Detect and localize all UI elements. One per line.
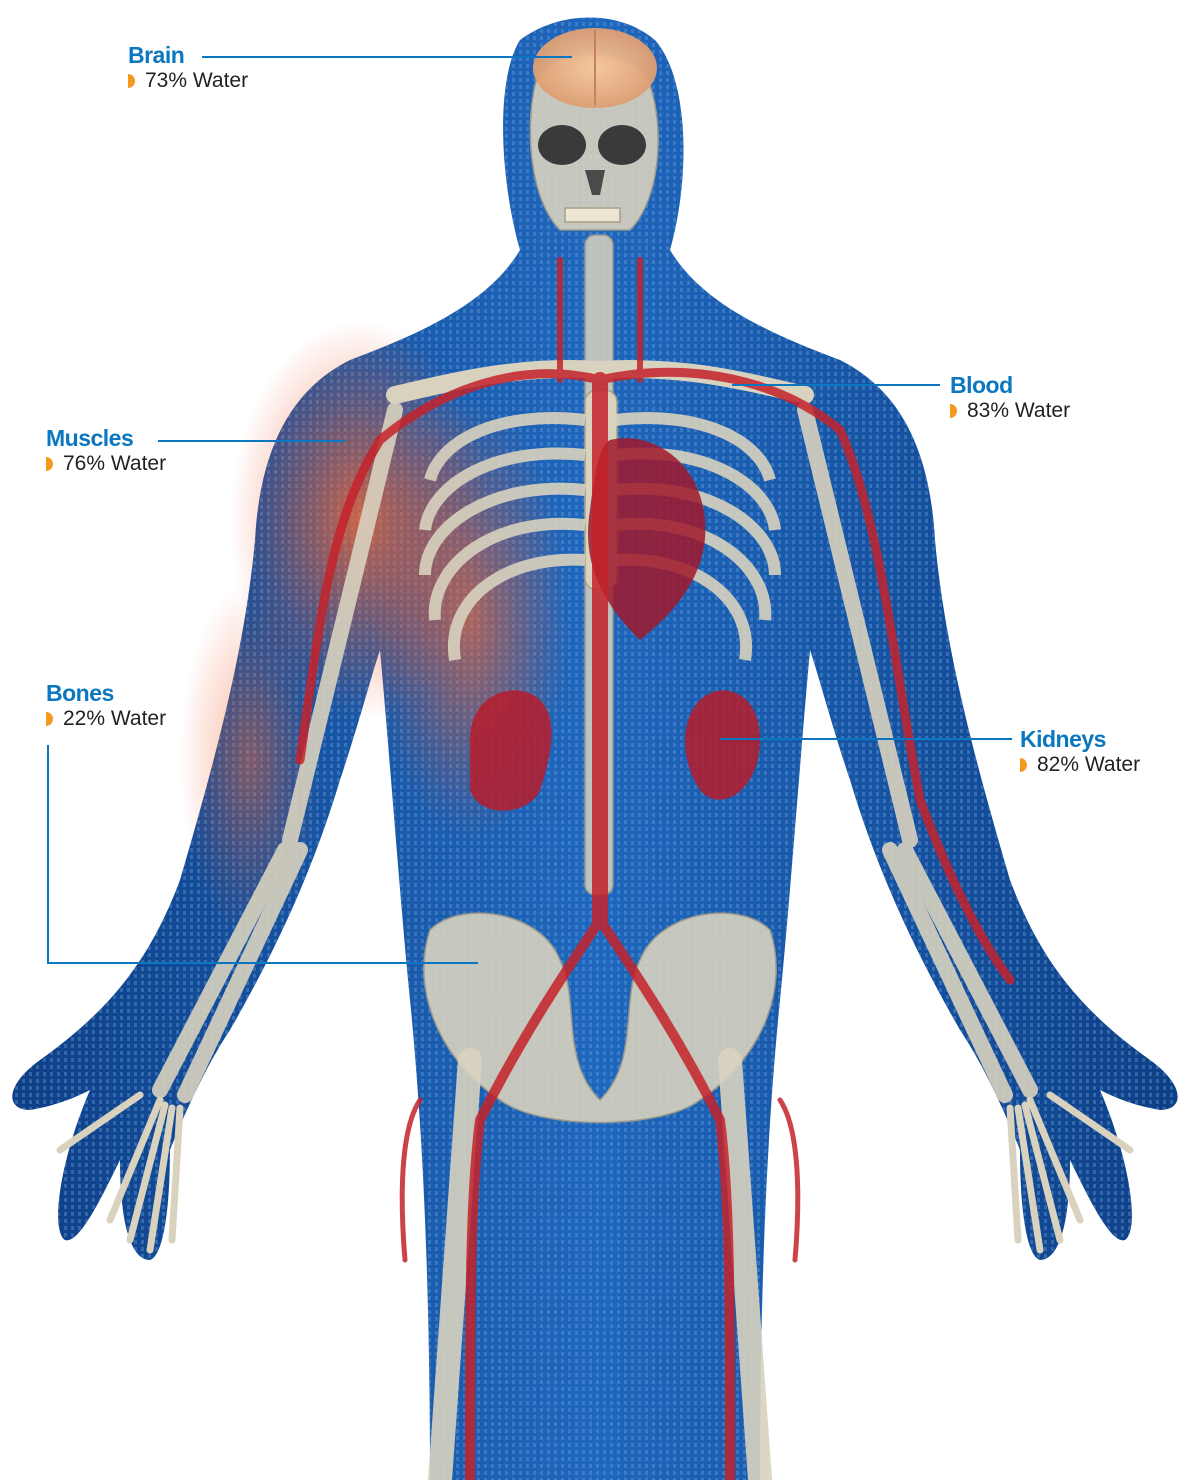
muscles-callout: Muscles 76% Water (46, 425, 166, 477)
blood-callout: Blood 83% Water (950, 372, 1070, 424)
half-circle-bullet-icon (1020, 758, 1027, 772)
blood-water-row: 83% Water (950, 398, 1070, 424)
muscles-label: Muscles (46, 425, 166, 451)
kidneys-label: Kidneys (1020, 726, 1140, 752)
blood-water-text: 83% Water (967, 398, 1070, 424)
half-circle-bullet-icon (46, 712, 53, 726)
half-circle-bullet-icon (128, 74, 135, 88)
kidneys-callout: Kidneys 82% Water (1020, 726, 1140, 778)
half-circle-bullet-icon (46, 457, 53, 471)
half-circle-bullet-icon (950, 404, 957, 418)
brain-callout: Brain 73% Water (128, 42, 248, 94)
kidneys-water-row: 82% Water (1020, 752, 1140, 778)
bones-label: Bones (46, 680, 166, 706)
muscles-water-row: 76% Water (46, 451, 166, 477)
brain-water-row: 73% Water (128, 68, 248, 94)
brain-label: Brain (128, 42, 248, 68)
muscles-water-text: 76% Water (63, 451, 166, 477)
brain-water-text: 73% Water (145, 68, 248, 94)
brain-shape (533, 28, 657, 108)
bones-water-row: 22% Water (46, 706, 166, 732)
bones-water-text: 22% Water (63, 706, 166, 732)
kidneys-water-text: 82% Water (1037, 752, 1140, 778)
bones-callout: Bones 22% Water (46, 680, 166, 732)
blood-label: Blood (950, 372, 1070, 398)
